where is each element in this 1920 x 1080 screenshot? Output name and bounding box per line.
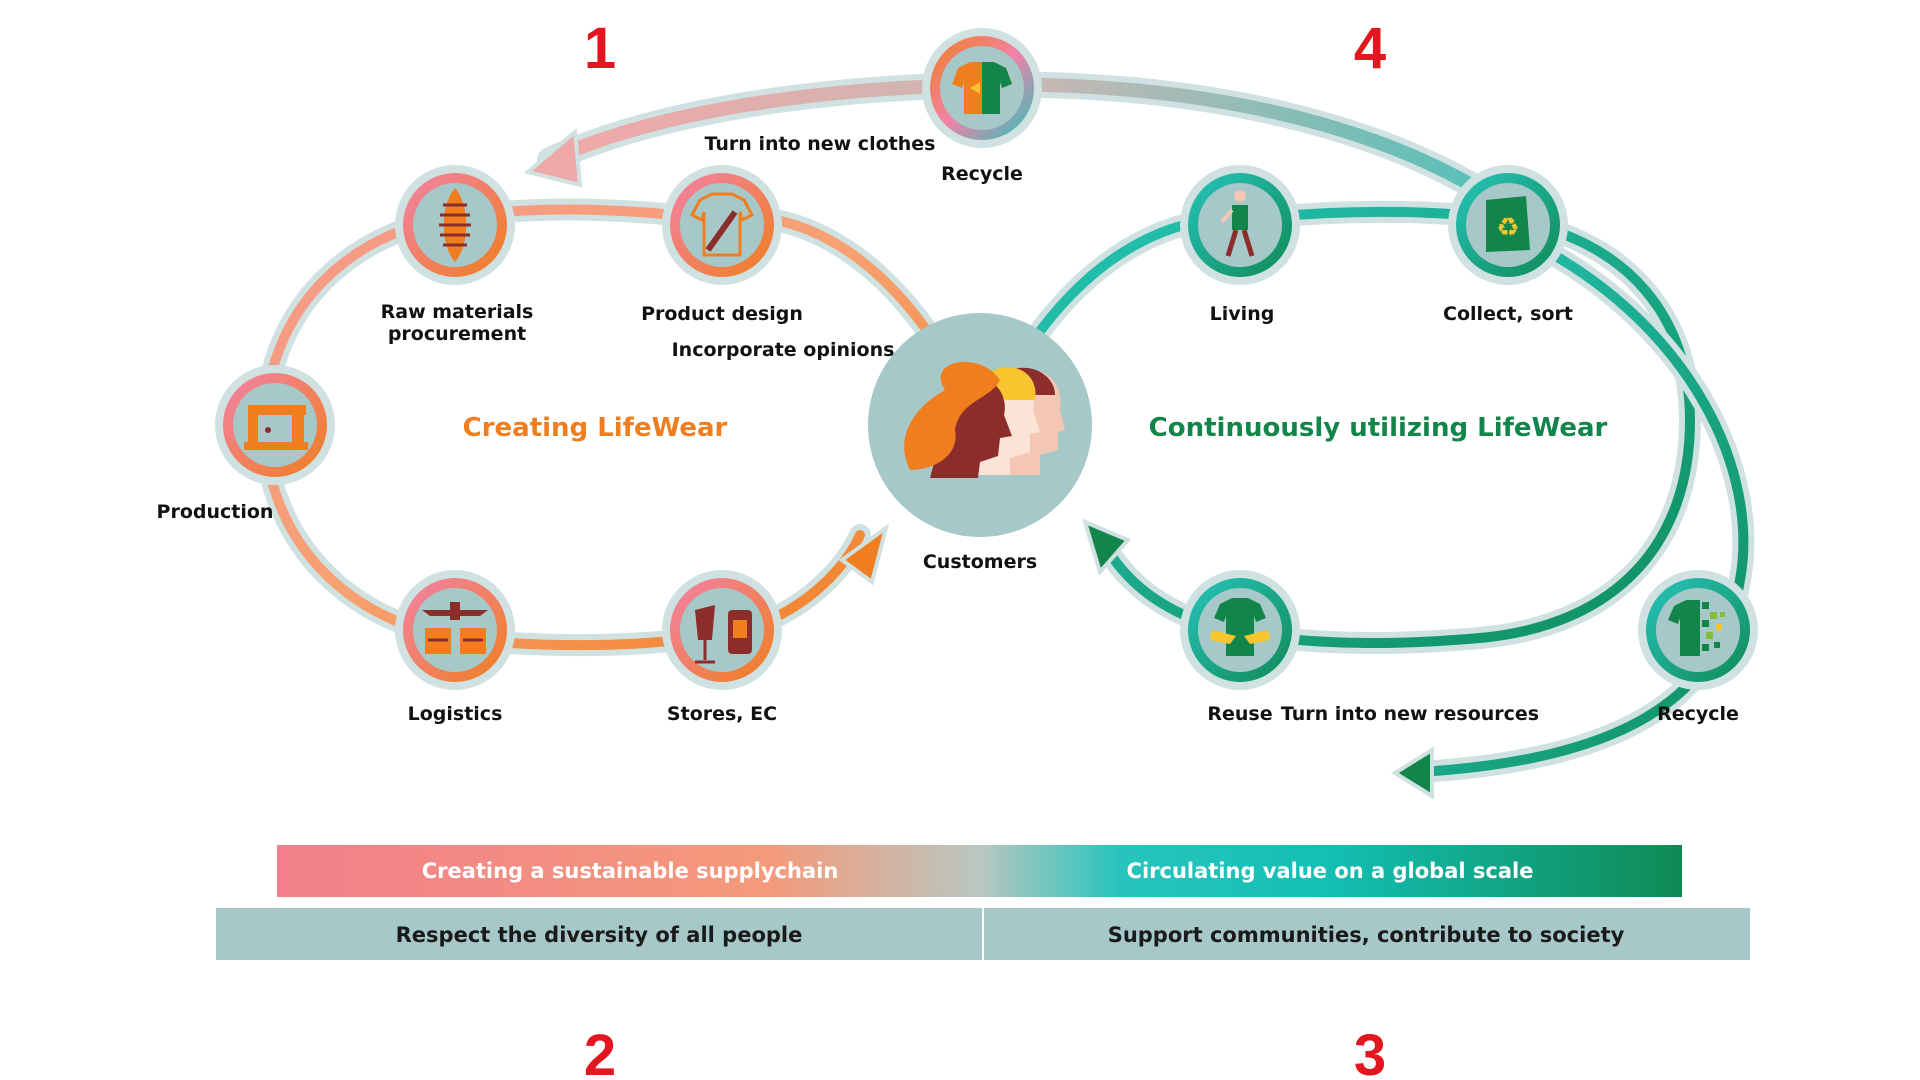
recycle-tshirt-icon (952, 62, 1012, 114)
hands-tshirt-icon (1210, 598, 1270, 656)
logistics-label: Logistics (408, 703, 503, 725)
bar-support-communities: Support communities, contribute to socie… (1108, 923, 1625, 947)
walking-person-icon (1220, 190, 1255, 257)
step-number-1: 1 (584, 16, 616, 81)
bar-circulating-value: Circulating value on a global scale (1127, 859, 1534, 883)
title-continuously-utilizing: Continuously utilizing LifeWear (1149, 413, 1608, 443)
svg-text:♻: ♻ (1496, 213, 1519, 243)
raw-materials-label-line2: procurement (388, 323, 526, 345)
arrow-to-customers-left (838, 523, 890, 586)
node-top-recycle: Recycle Turn into new clothes (705, 28, 1042, 185)
production-label: Production (157, 501, 274, 523)
node-collect-sort: ♻ Collect, sort (1443, 165, 1573, 325)
sewing-machine-icon (244, 405, 308, 450)
lower-bar: Respect the diversity of all people Supp… (216, 908, 1750, 960)
node-right-recycle: Recycle (1638, 570, 1758, 725)
living-label: Living (1210, 303, 1275, 325)
step-number-2: 2 (584, 1023, 616, 1080)
title-creating-lifewear: Creating LifeWear (463, 413, 728, 443)
node-production: Production (157, 365, 335, 523)
bar-respect-diversity: Respect the diversity of all people (396, 923, 803, 947)
reuse-label: Reuse (1207, 703, 1272, 725)
stores-ec-label: Stores, EC (667, 703, 777, 725)
tshirt-pencil-icon (689, 192, 755, 257)
gradient-bar: Creating a sustainable supplychain Circu… (277, 845, 1682, 897)
turn-into-new-resources-label: Turn into new resources (1281, 703, 1539, 725)
recycle-box-icon: ♻ (1486, 196, 1530, 252)
step-number-4: 4 (1354, 16, 1386, 81)
customers-faces-icon (904, 361, 1065, 478)
turn-into-new-clothes-label: Turn into new clothes (705, 133, 936, 155)
node-product-design: Product design Incorporate opinions (641, 165, 894, 361)
raw-materials-label-line1: Raw materials (381, 301, 534, 323)
top-recycle-label: Recycle (941, 163, 1023, 185)
pixel-tshirt-icon (1668, 600, 1725, 656)
store-mannequin-icon (695, 605, 752, 664)
product-design-label: Product design (641, 303, 803, 325)
outer-recycle-arc (1391, 239, 1755, 800)
collect-sort-label: Collect, sort (1443, 303, 1573, 325)
step-number-3: 3 (1354, 1023, 1386, 1080)
customers-node: Customers (868, 313, 1092, 573)
bar-sustainable-supplychain: Creating a sustainable supplychain (422, 859, 839, 883)
customers-label: Customers (923, 551, 1037, 573)
plane-ship-truck-icon (422, 602, 488, 654)
node-reuse: Reuse Turn into new resources (1180, 570, 1539, 725)
right-recycle-label: Recycle (1657, 703, 1739, 725)
incorporate-opinions-label: Incorporate opinions (672, 339, 895, 361)
node-logistics: Logistics (395, 570, 515, 725)
node-stores: Stores, EC (662, 570, 782, 725)
arrow-to-customers-right (1081, 518, 1132, 577)
node-living: Living (1180, 165, 1300, 325)
node-raw-materials: Raw materials procurement (381, 165, 534, 345)
raw-material-spool-icon (439, 188, 471, 262)
